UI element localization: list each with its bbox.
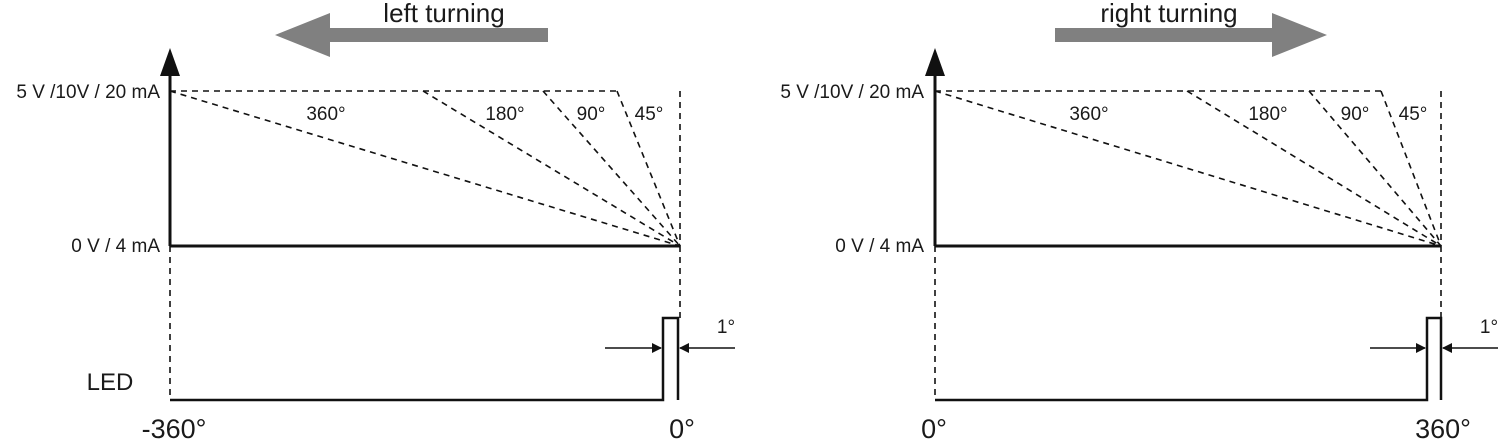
left-panel: left turning 5 V /10V / 20 mA 0 V / 4 mA…	[16, 0, 735, 441]
right-angle-label-90: 90°	[1341, 104, 1370, 125]
left-y-bottom-label: 0 V / 4 mA	[71, 236, 160, 257]
left-pulse-label: 1°	[717, 317, 735, 338]
right-x-end-label: 360°	[1415, 414, 1471, 441]
right-direction-arrow	[1055, 13, 1327, 57]
left-angle-label-45: 45°	[635, 104, 664, 125]
right-ramp-45	[1380, 90, 1442, 247]
right-y-top-label: 5 V /10V / 20 mA	[780, 82, 924, 103]
left-ramp-45	[616, 90, 681, 247]
left-x-end-label: 0°	[669, 414, 695, 441]
right-y-axis-arrowhead	[925, 48, 945, 76]
right-panel: right turning 5 V /10V / 20 mA 0 V / 4 m…	[780, 0, 1498, 441]
left-panel-title: left turning	[383, 0, 504, 28]
right-ramp-180	[1186, 90, 1442, 247]
left-angle-label-180: 180°	[485, 104, 524, 125]
right-angle-label-45: 45°	[1399, 104, 1428, 125]
led-label: LED	[87, 369, 134, 396]
right-angle-label-360: 360°	[1069, 104, 1108, 125]
right-x-start-label: 0°	[921, 414, 947, 441]
right-ramp-90	[1308, 90, 1442, 247]
right-ramp-360	[934, 90, 1442, 247]
left-ramp-360	[169, 90, 681, 247]
left-y-axis-arrowhead	[160, 48, 180, 76]
left-y-top-label: 5 V /10V / 20 mA	[16, 82, 160, 103]
right-led-signal	[935, 316, 1443, 402]
right-pulse-label: 1°	[1480, 317, 1498, 338]
right-angle-label-180: 180°	[1248, 104, 1287, 125]
left-led-signal	[170, 316, 680, 402]
left-x-start-label: -360°	[142, 414, 207, 441]
right-panel-title: right turning	[1100, 0, 1237, 28]
right-y-bottom-label: 0 V / 4 mA	[835, 236, 924, 257]
left-angle-label-360: 360°	[306, 104, 345, 125]
left-ramp-90	[542, 90, 681, 247]
left-direction-arrow	[275, 13, 548, 57]
left-angle-label-90: 90°	[577, 104, 606, 125]
